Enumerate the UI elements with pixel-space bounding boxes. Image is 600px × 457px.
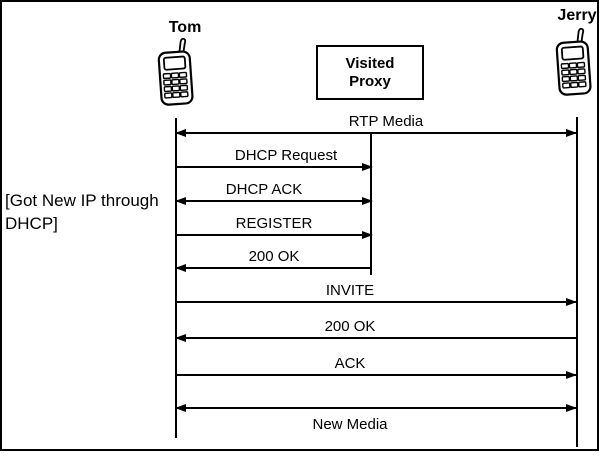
message-rtp-media: RTP Media	[175, 113, 577, 137]
arrowhead-right-icon	[566, 129, 577, 137]
message-register: REGISTER	[176, 215, 373, 239]
lifeline-tom	[175, 118, 177, 438]
dhcp-note-line1: [Got New IP through	[5, 191, 159, 210]
visited-proxy-label-line1: Visited	[345, 54, 395, 72]
arrowhead-right-icon	[362, 231, 373, 239]
arrowhead-right-icon	[362, 163, 373, 171]
jerry-cell-phone-icon	[555, 28, 592, 96]
message-dhcp-request: DHCP Request	[176, 147, 373, 171]
dhcp-note-line2: DHCP]	[5, 214, 58, 233]
message-ack: ACK	[176, 355, 577, 379]
arrowhead-left-icon	[175, 264, 186, 272]
arrowhead-right-icon	[362, 197, 373, 205]
message-label: ACK	[334, 355, 366, 372]
message-label: 200 OK	[248, 248, 300, 265]
message-label: INVITE	[325, 282, 375, 299]
arrowhead-right-icon	[566, 371, 577, 379]
message-new-media: New Media	[175, 404, 577, 433]
visited-proxy-label-line2: Proxy	[349, 72, 391, 90]
visited-proxy-box: Visited Proxy	[316, 45, 424, 100]
message-label: DHCP ACK	[225, 181, 303, 198]
lifeline-jerry	[576, 117, 578, 447]
message-200-ok-register: 200 OK	[175, 248, 372, 272]
arrowhead-left-icon	[175, 404, 186, 412]
message-label: DHCP Request	[234, 147, 338, 164]
message-invite: INVITE	[176, 282, 577, 306]
message-label: 200 OK	[324, 318, 376, 335]
actor-label-tom: Tom	[168, 19, 202, 36]
message-200-ok-invite: 200 OK	[175, 318, 576, 342]
tom-cell-phone-icon	[157, 38, 194, 106]
dhcp-note: [Got New IP through DHCP]	[5, 189, 159, 235]
arrowhead-right-icon	[566, 404, 577, 412]
arrowhead-left-icon	[175, 129, 186, 137]
arrowhead-left-icon	[175, 197, 186, 205]
message-label: REGISTER	[235, 215, 313, 232]
arrowhead-right-icon	[566, 298, 577, 306]
message-label: RTP Media	[348, 113, 424, 130]
actor-label-jerry: Jerry	[557, 7, 597, 24]
message-dhcp-ack: DHCP ACK	[175, 181, 373, 205]
arrowhead-left-icon	[175, 334, 186, 342]
message-label: New Media	[312, 416, 388, 433]
